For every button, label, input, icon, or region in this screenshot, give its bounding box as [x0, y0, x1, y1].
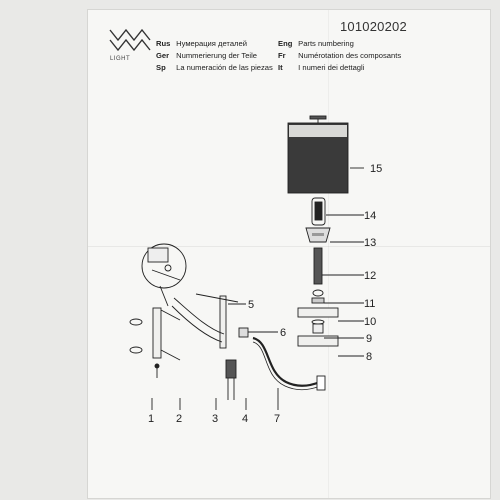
part-8-holder	[297, 335, 339, 347]
lang-text: Numérotation des composants	[298, 51, 402, 60]
exploded-parts-diagram: 15 14 13 12 11 10 9 8 5 6 1 2 3 4 7	[129, 115, 382, 425]
part-13-socket	[305, 227, 331, 243]
header-line-eng: Eng Parts numbering	[278, 39, 354, 48]
header-line-rus: Rus Нумерация деталей	[156, 39, 247, 48]
brand-logo-icon	[109, 28, 151, 52]
detail-callout	[141, 243, 187, 307]
document-code: 101020202	[340, 19, 407, 34]
lang-code: Eng	[278, 39, 293, 48]
part-11-nut	[311, 289, 325, 304]
header-line-it: It I numeri dei dettagli	[278, 63, 364, 72]
label-part-12: 12	[364, 270, 376, 282]
part-7-arm	[252, 336, 326, 391]
part-6-cap	[238, 327, 249, 338]
label-part-7: 7	[274, 413, 280, 425]
lang-text: Parts numbering	[298, 39, 354, 48]
header-line-fr: Fr Numérotation des composants	[278, 51, 401, 60]
part-2-plate	[152, 307, 181, 361]
label-part-10: 10	[364, 316, 376, 328]
part-15-shade	[287, 115, 349, 194]
lang-code: Fr	[278, 51, 286, 60]
lang-text: La numeración de las piezas	[176, 63, 273, 72]
label-part-15: 15	[370, 163, 382, 175]
lang-text: I numeri dei dettagli	[298, 63, 365, 72]
fold-line-horizontal	[88, 246, 490, 247]
part-5-bracket	[171, 293, 239, 349]
label-part-3: 3	[212, 413, 218, 425]
lang-text: Nummerierung der Teile	[176, 51, 258, 60]
part-12-tube	[313, 247, 323, 285]
instruction-sheet: LIGHT 101020202 Rus Нумерация деталей Ge…	[88, 10, 490, 498]
lang-text: Нумерация деталей	[176, 39, 247, 48]
part-9-ring	[311, 319, 325, 334]
part-14-bulb	[311, 197, 326, 226]
lang-code: It	[278, 63, 283, 72]
label-part-13: 13	[364, 237, 376, 249]
label-part-4: 4	[242, 413, 248, 425]
brand-logo-text: LIGHT	[110, 56, 131, 62]
part-1-screws	[129, 318, 160, 378]
label-part-8: 8	[366, 351, 372, 363]
lang-code: Sp	[156, 63, 166, 72]
header-line-ger: Ger Nummerierung der Teile	[156, 51, 257, 60]
label-part-14: 14	[364, 210, 376, 222]
lang-code: Rus	[156, 39, 171, 48]
part-3-connector	[225, 359, 237, 400]
fold-line-vertical	[328, 10, 329, 498]
label-part-11: 11	[364, 298, 375, 310]
lang-code: Ger	[156, 51, 170, 60]
label-part-2: 2	[176, 413, 182, 425]
header-line-sp: Sp La numeración de las piezas	[156, 63, 273, 72]
label-part-1: 1	[148, 413, 154, 425]
label-part-5: 5	[248, 299, 254, 311]
label-part-9: 9	[366, 333, 372, 345]
part-10-washer	[297, 307, 339, 318]
label-part-6: 6	[280, 327, 286, 339]
